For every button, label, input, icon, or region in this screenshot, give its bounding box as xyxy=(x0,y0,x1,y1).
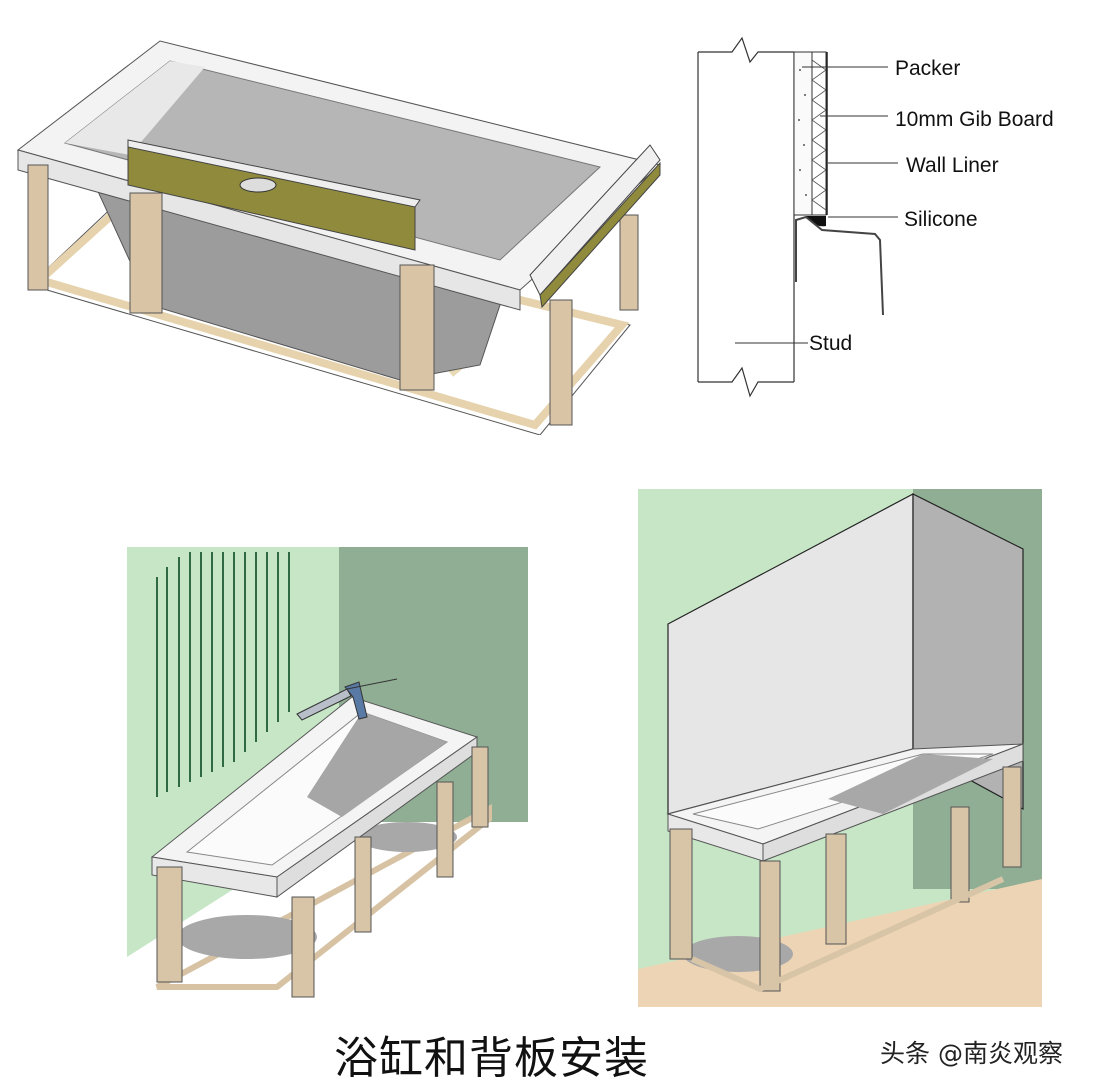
bath-silicone-sealing-illustration xyxy=(127,547,528,1004)
bath-wall-liner-illustration xyxy=(638,489,1042,1007)
label-stud: Stud xyxy=(809,332,853,355)
wall-section-diagram: Packer 10mm Gib Board Wall Liner Silicon… xyxy=(690,30,1110,400)
label-gib-board: 10mm Gib Board xyxy=(895,108,1054,131)
watermark: 头条 @南炎观察 xyxy=(880,1039,1063,1068)
bath-frame-level-illustration xyxy=(10,35,670,435)
label-silicone: Silicone xyxy=(904,208,978,231)
label-wall-liner: Wall Liner xyxy=(906,154,999,177)
label-packer: Packer xyxy=(895,57,961,80)
figure-caption: 浴缸和背板安装 xyxy=(334,1033,649,1084)
